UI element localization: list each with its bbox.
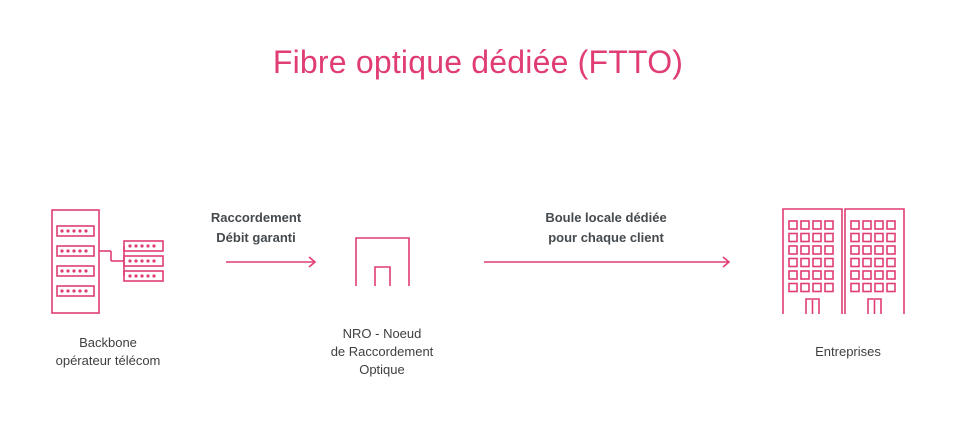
nro-label-line-2: de Raccordement — [330, 344, 434, 359]
window — [874, 270, 884, 280]
enterprises-label: Entreprises — [768, 343, 928, 361]
enterprises-label-line-1: Entreprises — [815, 344, 881, 359]
window — [886, 270, 896, 280]
window — [812, 270, 822, 280]
window — [850, 245, 860, 255]
office-buildings-icon — [782, 208, 905, 314]
window — [824, 257, 834, 268]
window — [824, 270, 834, 280]
window — [874, 245, 884, 255]
window — [862, 232, 872, 243]
window — [788, 245, 798, 255]
nro-label-line-1: NRO - Noeud — [342, 326, 422, 341]
window — [886, 282, 896, 293]
window — [850, 270, 860, 280]
window — [850, 257, 860, 268]
link-label-raccordement: Raccordement Débit garanti — [196, 208, 316, 248]
window — [824, 220, 834, 230]
window — [788, 220, 798, 230]
window — [862, 282, 872, 293]
backbone-label-line-2: opérateur télécom — [55, 353, 161, 368]
window — [800, 270, 810, 280]
window — [800, 257, 810, 268]
nro-label: NRO - Noeud de Raccordement Optique — [302, 325, 462, 379]
window — [850, 220, 860, 230]
window — [800, 282, 810, 293]
arrow-right-icon — [226, 256, 317, 268]
window — [862, 245, 872, 255]
window — [812, 257, 822, 268]
window — [886, 245, 896, 255]
window — [800, 245, 810, 255]
window — [824, 282, 834, 293]
window — [788, 282, 798, 293]
link-label-boucle-locale-line-2: pour chaque client — [548, 230, 664, 245]
window — [824, 232, 834, 243]
window — [812, 282, 822, 293]
window — [788, 270, 798, 280]
window — [812, 245, 822, 255]
backbone-label: Backbone opérateur télécom — [28, 334, 188, 370]
window — [862, 270, 872, 280]
window — [812, 220, 822, 230]
backbone-label-line-1: Backbone — [79, 335, 137, 350]
window — [788, 232, 798, 243]
link-label-boucle-locale-line-1: Boule locale dédiée — [545, 210, 667, 225]
window — [800, 220, 810, 230]
server-rack-icon — [51, 209, 164, 314]
link-label-raccordement-line-1: Raccordement — [210, 210, 302, 225]
windows-left — [788, 220, 834, 293]
page-title: Fibre optique dédiée (FTTO) — [272, 44, 684, 80]
link-label-raccordement-line-2: Débit garanti — [216, 230, 296, 245]
window — [874, 220, 884, 230]
nro-label-line-3: Optique — [359, 362, 405, 377]
arrow-right-icon — [484, 256, 731, 268]
link-label-boucle-locale: Boule locale dédiée pour chaque client — [526, 208, 686, 248]
window — [886, 220, 896, 230]
window — [850, 232, 860, 243]
window — [862, 257, 872, 268]
window — [862, 220, 872, 230]
windows-right — [850, 220, 896, 293]
window — [788, 257, 798, 268]
window — [874, 257, 884, 268]
window — [850, 282, 860, 293]
window — [886, 232, 896, 243]
window — [886, 257, 896, 268]
window — [874, 232, 884, 243]
window — [800, 232, 810, 243]
window — [824, 245, 834, 255]
window — [874, 282, 884, 293]
window — [812, 232, 822, 243]
building-door-icon — [355, 237, 410, 286]
